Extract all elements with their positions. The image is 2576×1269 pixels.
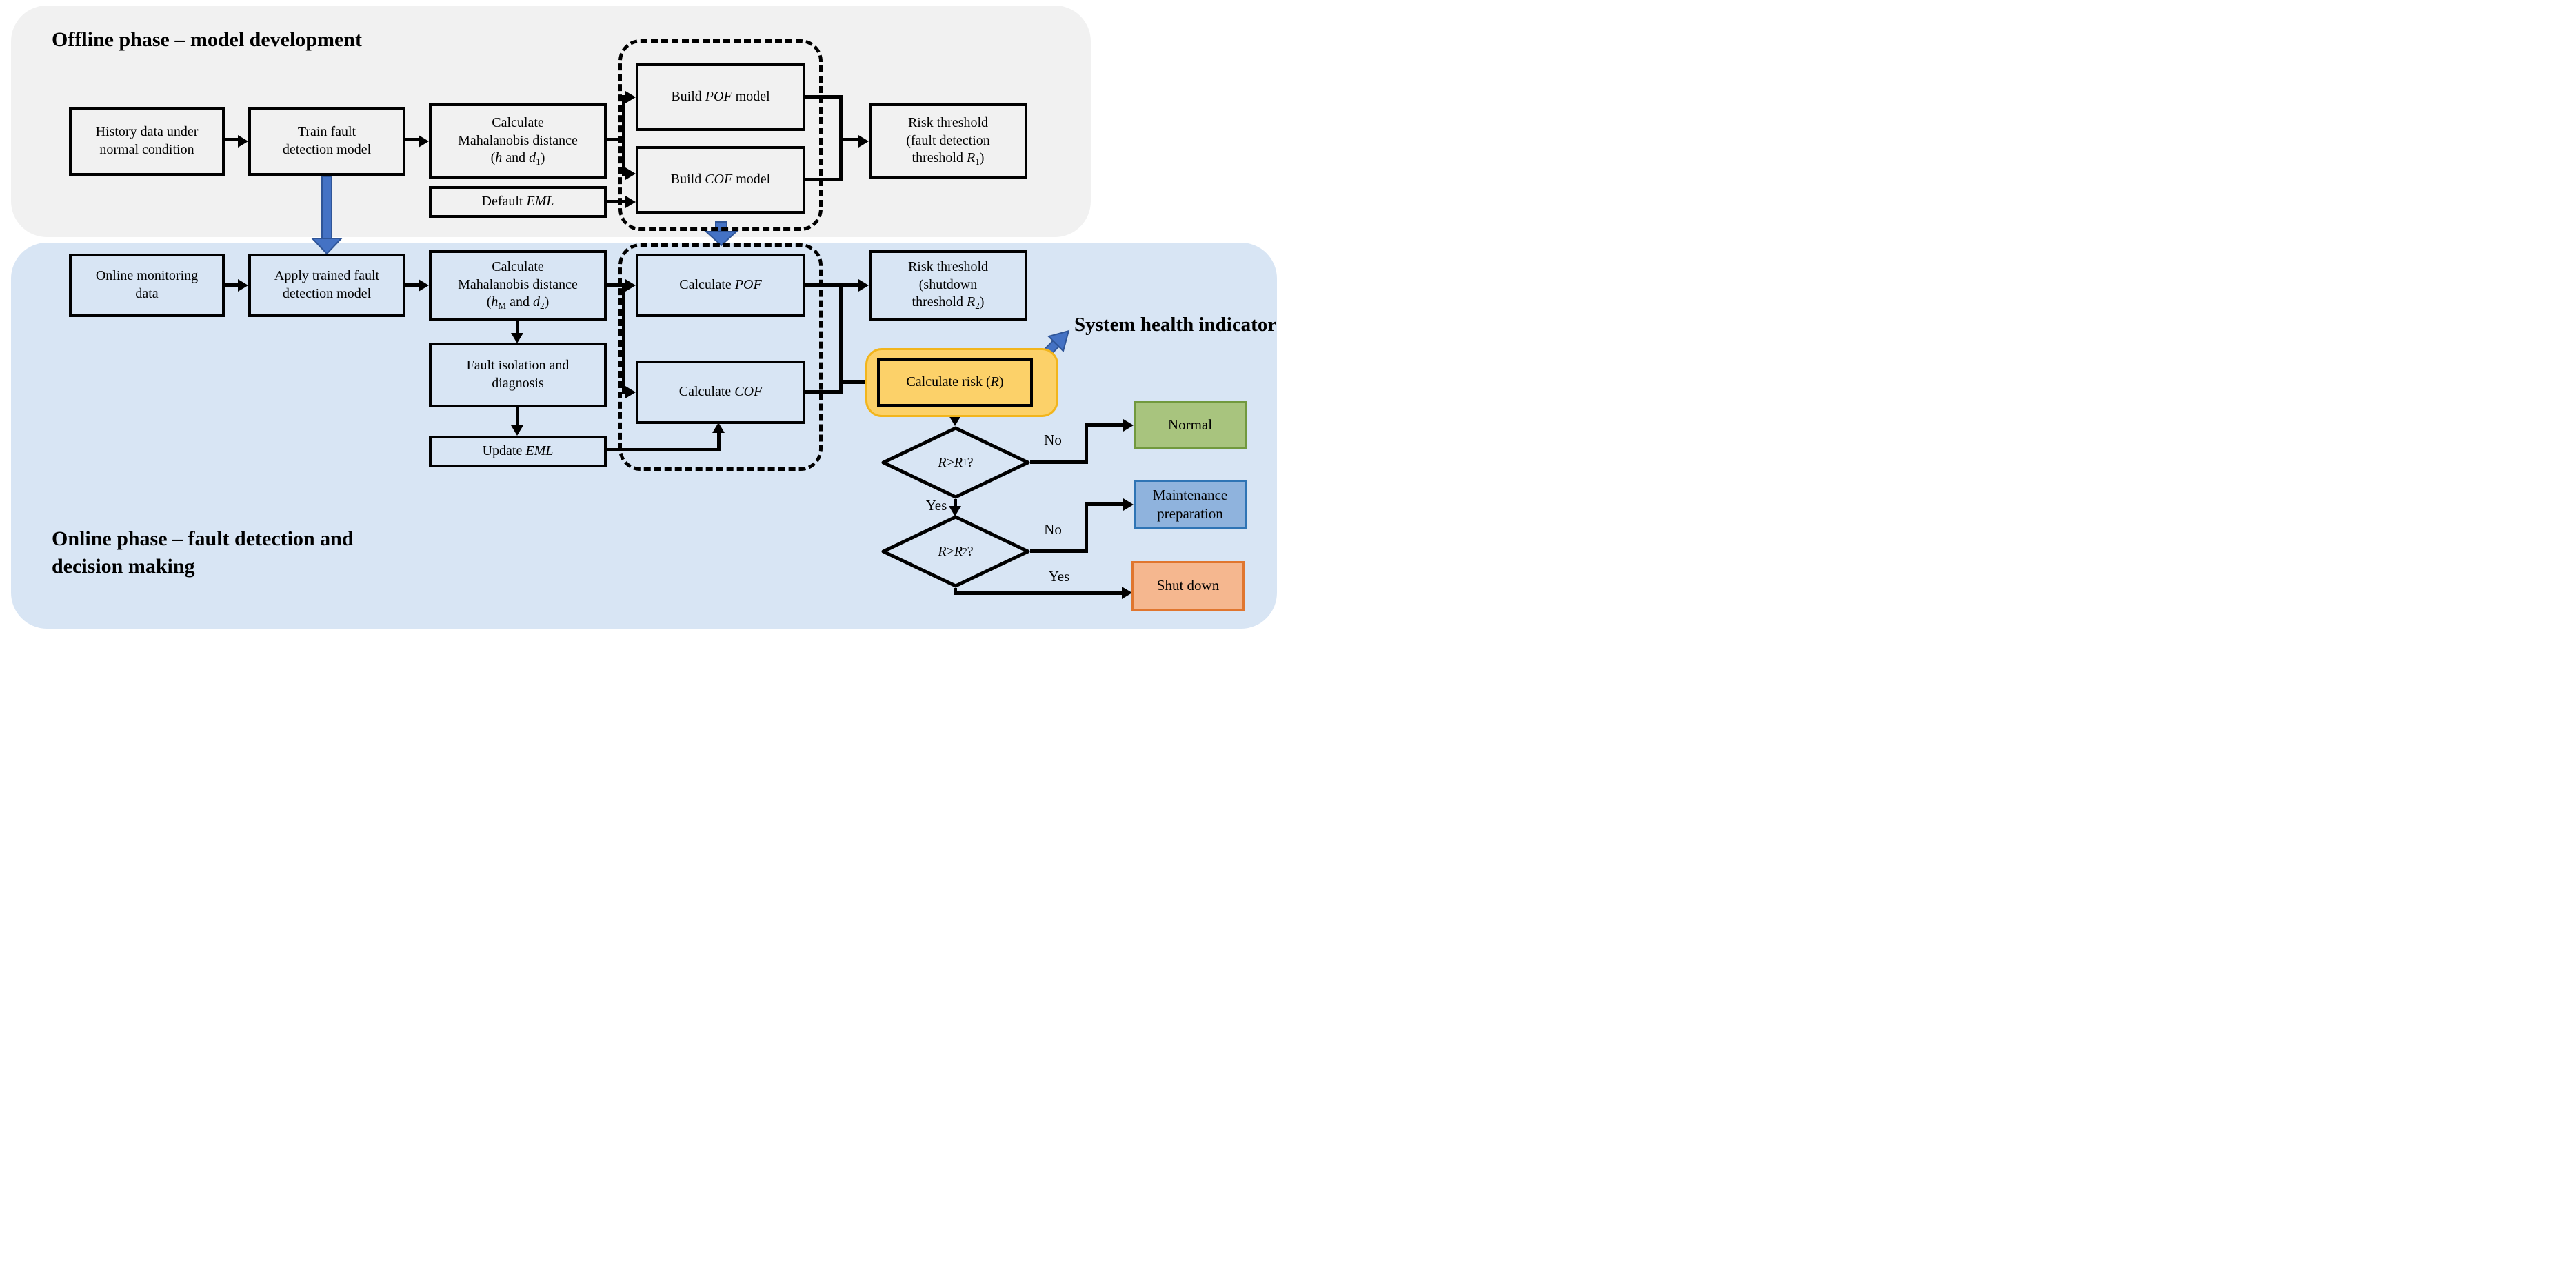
line-segment — [1087, 423, 1124, 427]
line-segment — [225, 138, 239, 141]
arrowhead-right — [625, 91, 636, 103]
online-monitoring-data-box: Online monitoring data — [69, 254, 225, 317]
arrowhead-right — [858, 135, 869, 148]
decision1-no-label: No — [1044, 432, 1062, 448]
offline-model-building-group — [618, 39, 823, 231]
arrowhead-down — [511, 425, 523, 436]
line-segment — [843, 380, 867, 384]
online-phase-title: Online phase – fault detection and decis… — [52, 527, 354, 578]
line-segment — [954, 499, 957, 507]
line-segment — [1087, 502, 1124, 506]
online-risk-calculation-group — [618, 243, 823, 471]
history-data-box: History data under normal condition — [69, 107, 225, 176]
line-segment — [843, 138, 858, 141]
arrowhead-right — [625, 196, 636, 208]
line-segment — [805, 283, 843, 287]
calculate-pof-box: Calculate POF — [636, 254, 805, 317]
calc-mahalanobis-offline-box: Calculate Mahalanobis distance(h and d1) — [429, 103, 607, 179]
line-segment — [622, 95, 625, 176]
decision1-yes-label: Yes — [925, 497, 947, 514]
offline-phase-title: Offline phase – model development — [52, 28, 362, 51]
decision1-diamond — [881, 426, 1030, 499]
normal-outcome-box: Normal — [1134, 401, 1247, 449]
line-segment — [405, 283, 419, 287]
arrowhead-right — [419, 135, 429, 148]
line-segment — [1030, 460, 1088, 464]
maintenance-outcome-box: Maintenance preparation — [1134, 480, 1247, 529]
line-segment — [805, 390, 843, 394]
line-segment — [805, 95, 843, 99]
default-eml-box: Default EML — [429, 186, 607, 218]
arrowhead-right — [1123, 419, 1134, 432]
calc-mahalanobis-online-box: Calculate Mahalanobis distance(hM and d2… — [429, 250, 607, 321]
calculate-cof-box: Calculate COF — [636, 361, 805, 424]
line-segment — [516, 321, 519, 334]
arrowhead-right — [625, 386, 636, 398]
build-pof-model-box: Build POF model — [636, 63, 805, 131]
line-segment — [607, 138, 625, 141]
line-segment — [839, 95, 843, 181]
blue-arrow-train-to-apply — [310, 176, 343, 255]
line-segment — [1030, 549, 1088, 553]
arrowhead-up — [712, 423, 725, 433]
apply-trained-model-box: Apply trained fault detection model — [248, 254, 405, 317]
line-segment — [622, 283, 625, 394]
line-segment — [622, 390, 625, 394]
line-segment — [516, 407, 519, 426]
line-segment — [1085, 502, 1088, 553]
flowchart-canvas: Offline phase – model development Online… — [0, 0, 1288, 634]
arrowhead-down — [949, 506, 961, 516]
arrowhead-right — [419, 279, 429, 292]
decision2-yes-label: Yes — [1048, 568, 1070, 585]
line-segment — [607, 448, 721, 451]
arrowhead-right — [625, 167, 636, 180]
arrowhead-right — [1123, 498, 1134, 511]
arrowhead-down — [949, 416, 961, 426]
line-segment — [839, 283, 843, 394]
build-cof-model-box: Build COF model — [636, 146, 805, 214]
update-eml-box: Update EML — [429, 436, 607, 467]
line-segment — [954, 591, 1122, 595]
line-segment — [607, 283, 625, 287]
arrowhead-right — [238, 135, 248, 148]
decision2-no-label: No — [1044, 521, 1062, 538]
line-segment — [405, 138, 419, 141]
calculate-risk-box: Calculate risk (R) — [877, 358, 1033, 407]
line-segment — [607, 200, 625, 203]
line-segment — [1085, 423, 1088, 464]
decision2-diamond — [881, 515, 1030, 588]
arrowhead-right — [238, 279, 248, 292]
arrowhead-right — [625, 279, 636, 292]
shutdown-outcome-box: Shut down — [1131, 561, 1245, 611]
line-segment — [843, 283, 858, 287]
arrowhead-down — [511, 333, 523, 343]
line-segment — [225, 283, 239, 287]
offline-phase-panel — [11, 6, 1091, 237]
line-segment — [805, 178, 843, 181]
arrowhead-right — [858, 279, 869, 292]
fault-isolation-box: Fault isolation and diagnosis — [429, 343, 607, 407]
arrowhead-right — [1122, 587, 1132, 599]
train-fault-model-box: Train fault detection model — [248, 107, 405, 176]
line-segment — [717, 433, 721, 451]
system-health-indicator-label: System health indicator — [1074, 314, 1277, 336]
